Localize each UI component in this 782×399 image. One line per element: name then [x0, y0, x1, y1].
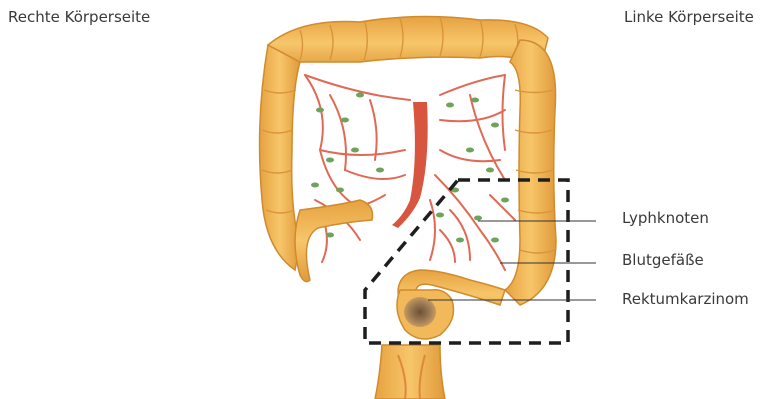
label-right-body-side: Rechte Körperseite: [8, 8, 150, 26]
label-rectal-carcinoma: Rektumkarzinom: [622, 290, 749, 308]
label-blood-vessels: Blutgefäße: [622, 251, 704, 269]
blood-vessel-network: [305, 75, 515, 270]
label-lymph-nodes: Lyphknoten: [622, 209, 709, 227]
rectal-tumor: [404, 297, 436, 327]
label-left-body-side: Linke Körperseite: [624, 8, 754, 26]
aorta: [392, 102, 428, 228]
